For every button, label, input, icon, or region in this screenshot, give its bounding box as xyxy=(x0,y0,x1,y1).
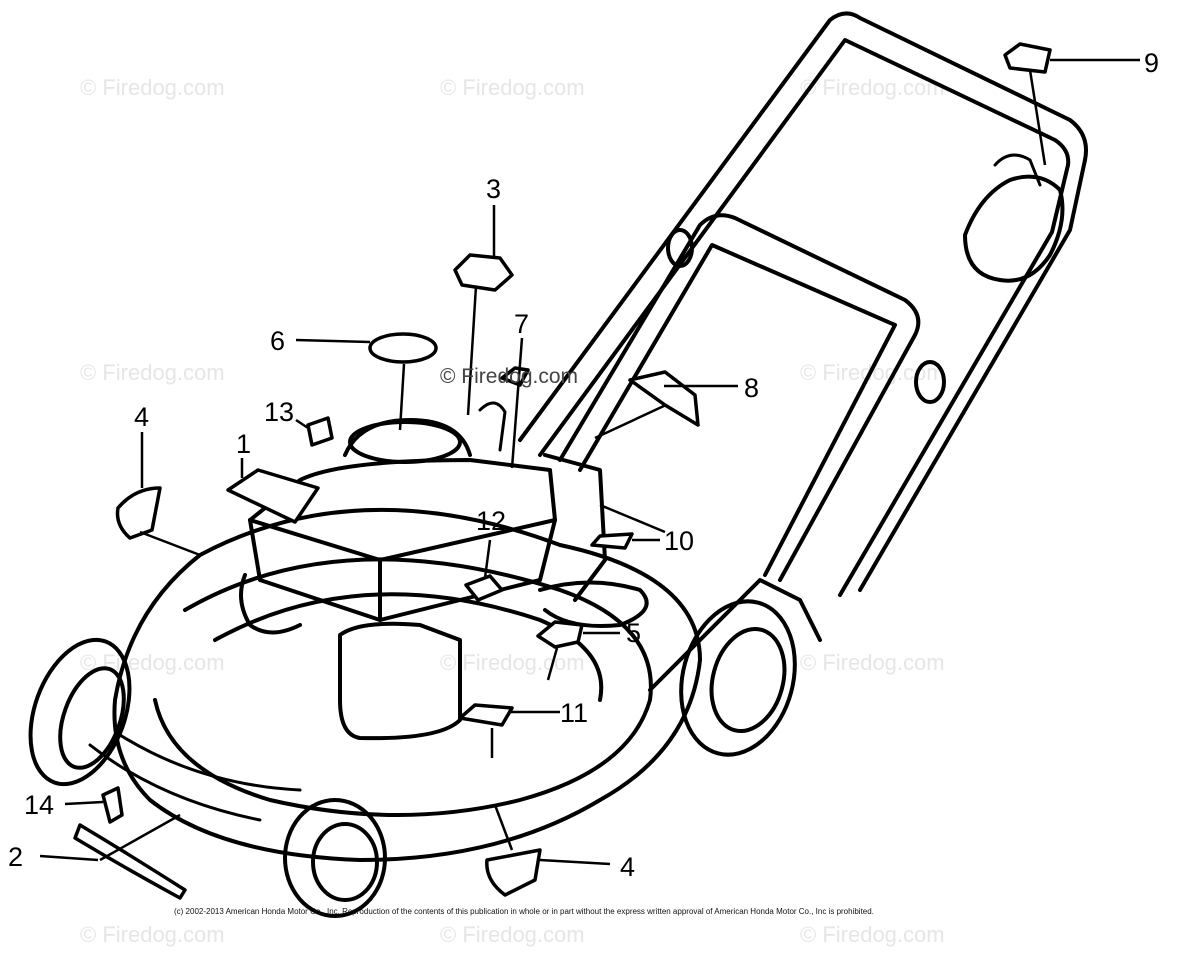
watermark: © Firedog.com xyxy=(80,75,225,100)
watermarks: © Firedog.com © Firedog.com © Firedog.co… xyxy=(80,75,945,947)
decal-13 xyxy=(306,416,334,447)
watermark: © Firedog.com xyxy=(80,922,225,947)
callouts: 1 2 3 4 4 5 6 7 8 9 10 11 12 13 14 xyxy=(8,48,1159,882)
callout-13: 13 xyxy=(264,397,294,427)
decal-11 xyxy=(458,703,514,727)
decal-1 xyxy=(226,468,320,524)
callout-7: 7 xyxy=(514,309,529,339)
watermark: © Firedog.com xyxy=(440,650,585,675)
watermark: © Firedog.com xyxy=(440,922,585,947)
watermark: © Firedog.com xyxy=(80,650,225,675)
watermark: © Firedog.com xyxy=(800,75,945,100)
decal-10 xyxy=(590,532,634,550)
callout-4-right: 4 xyxy=(620,852,635,882)
decal-12 xyxy=(464,574,504,602)
callout-1: 1 xyxy=(236,429,251,459)
leader-lines xyxy=(39,58,1140,866)
callout-2: 2 xyxy=(8,842,23,872)
watermark: © Firedog.com xyxy=(800,650,945,675)
decal-7 xyxy=(500,366,530,387)
callout-12: 12 xyxy=(476,506,506,536)
watermark-center: © Firedog.com xyxy=(440,365,578,388)
decal-2 xyxy=(73,823,187,900)
callout-11: 11 xyxy=(560,698,588,728)
decal-4-right xyxy=(485,848,542,897)
engine xyxy=(239,401,649,741)
callout-14: 14 xyxy=(24,790,54,820)
mower-handle xyxy=(518,11,1088,597)
watermark: © Firedog.com xyxy=(440,75,585,100)
decal-14 xyxy=(101,786,124,824)
callout-5: 5 xyxy=(626,618,641,648)
callout-9: 9 xyxy=(1144,48,1159,78)
decal-9 xyxy=(1003,42,1052,74)
decal-6 xyxy=(368,332,438,364)
callout-6: 6 xyxy=(270,326,285,356)
decal-4-left xyxy=(115,486,162,540)
watermark: © Firedog.com xyxy=(80,360,225,385)
callout-4-left: 4 xyxy=(134,402,149,432)
callout-10: 10 xyxy=(664,526,694,556)
decals xyxy=(73,42,1052,900)
watermark: © Firedog.com xyxy=(800,922,945,947)
decal-5 xyxy=(536,620,584,649)
copyright-notice: (c) 2002-2013 American Honda Motor Co., … xyxy=(174,907,874,916)
decal-3 xyxy=(453,253,514,292)
callout-3: 3 xyxy=(486,174,501,204)
wheels xyxy=(28,599,797,918)
callout-8: 8 xyxy=(744,373,759,403)
